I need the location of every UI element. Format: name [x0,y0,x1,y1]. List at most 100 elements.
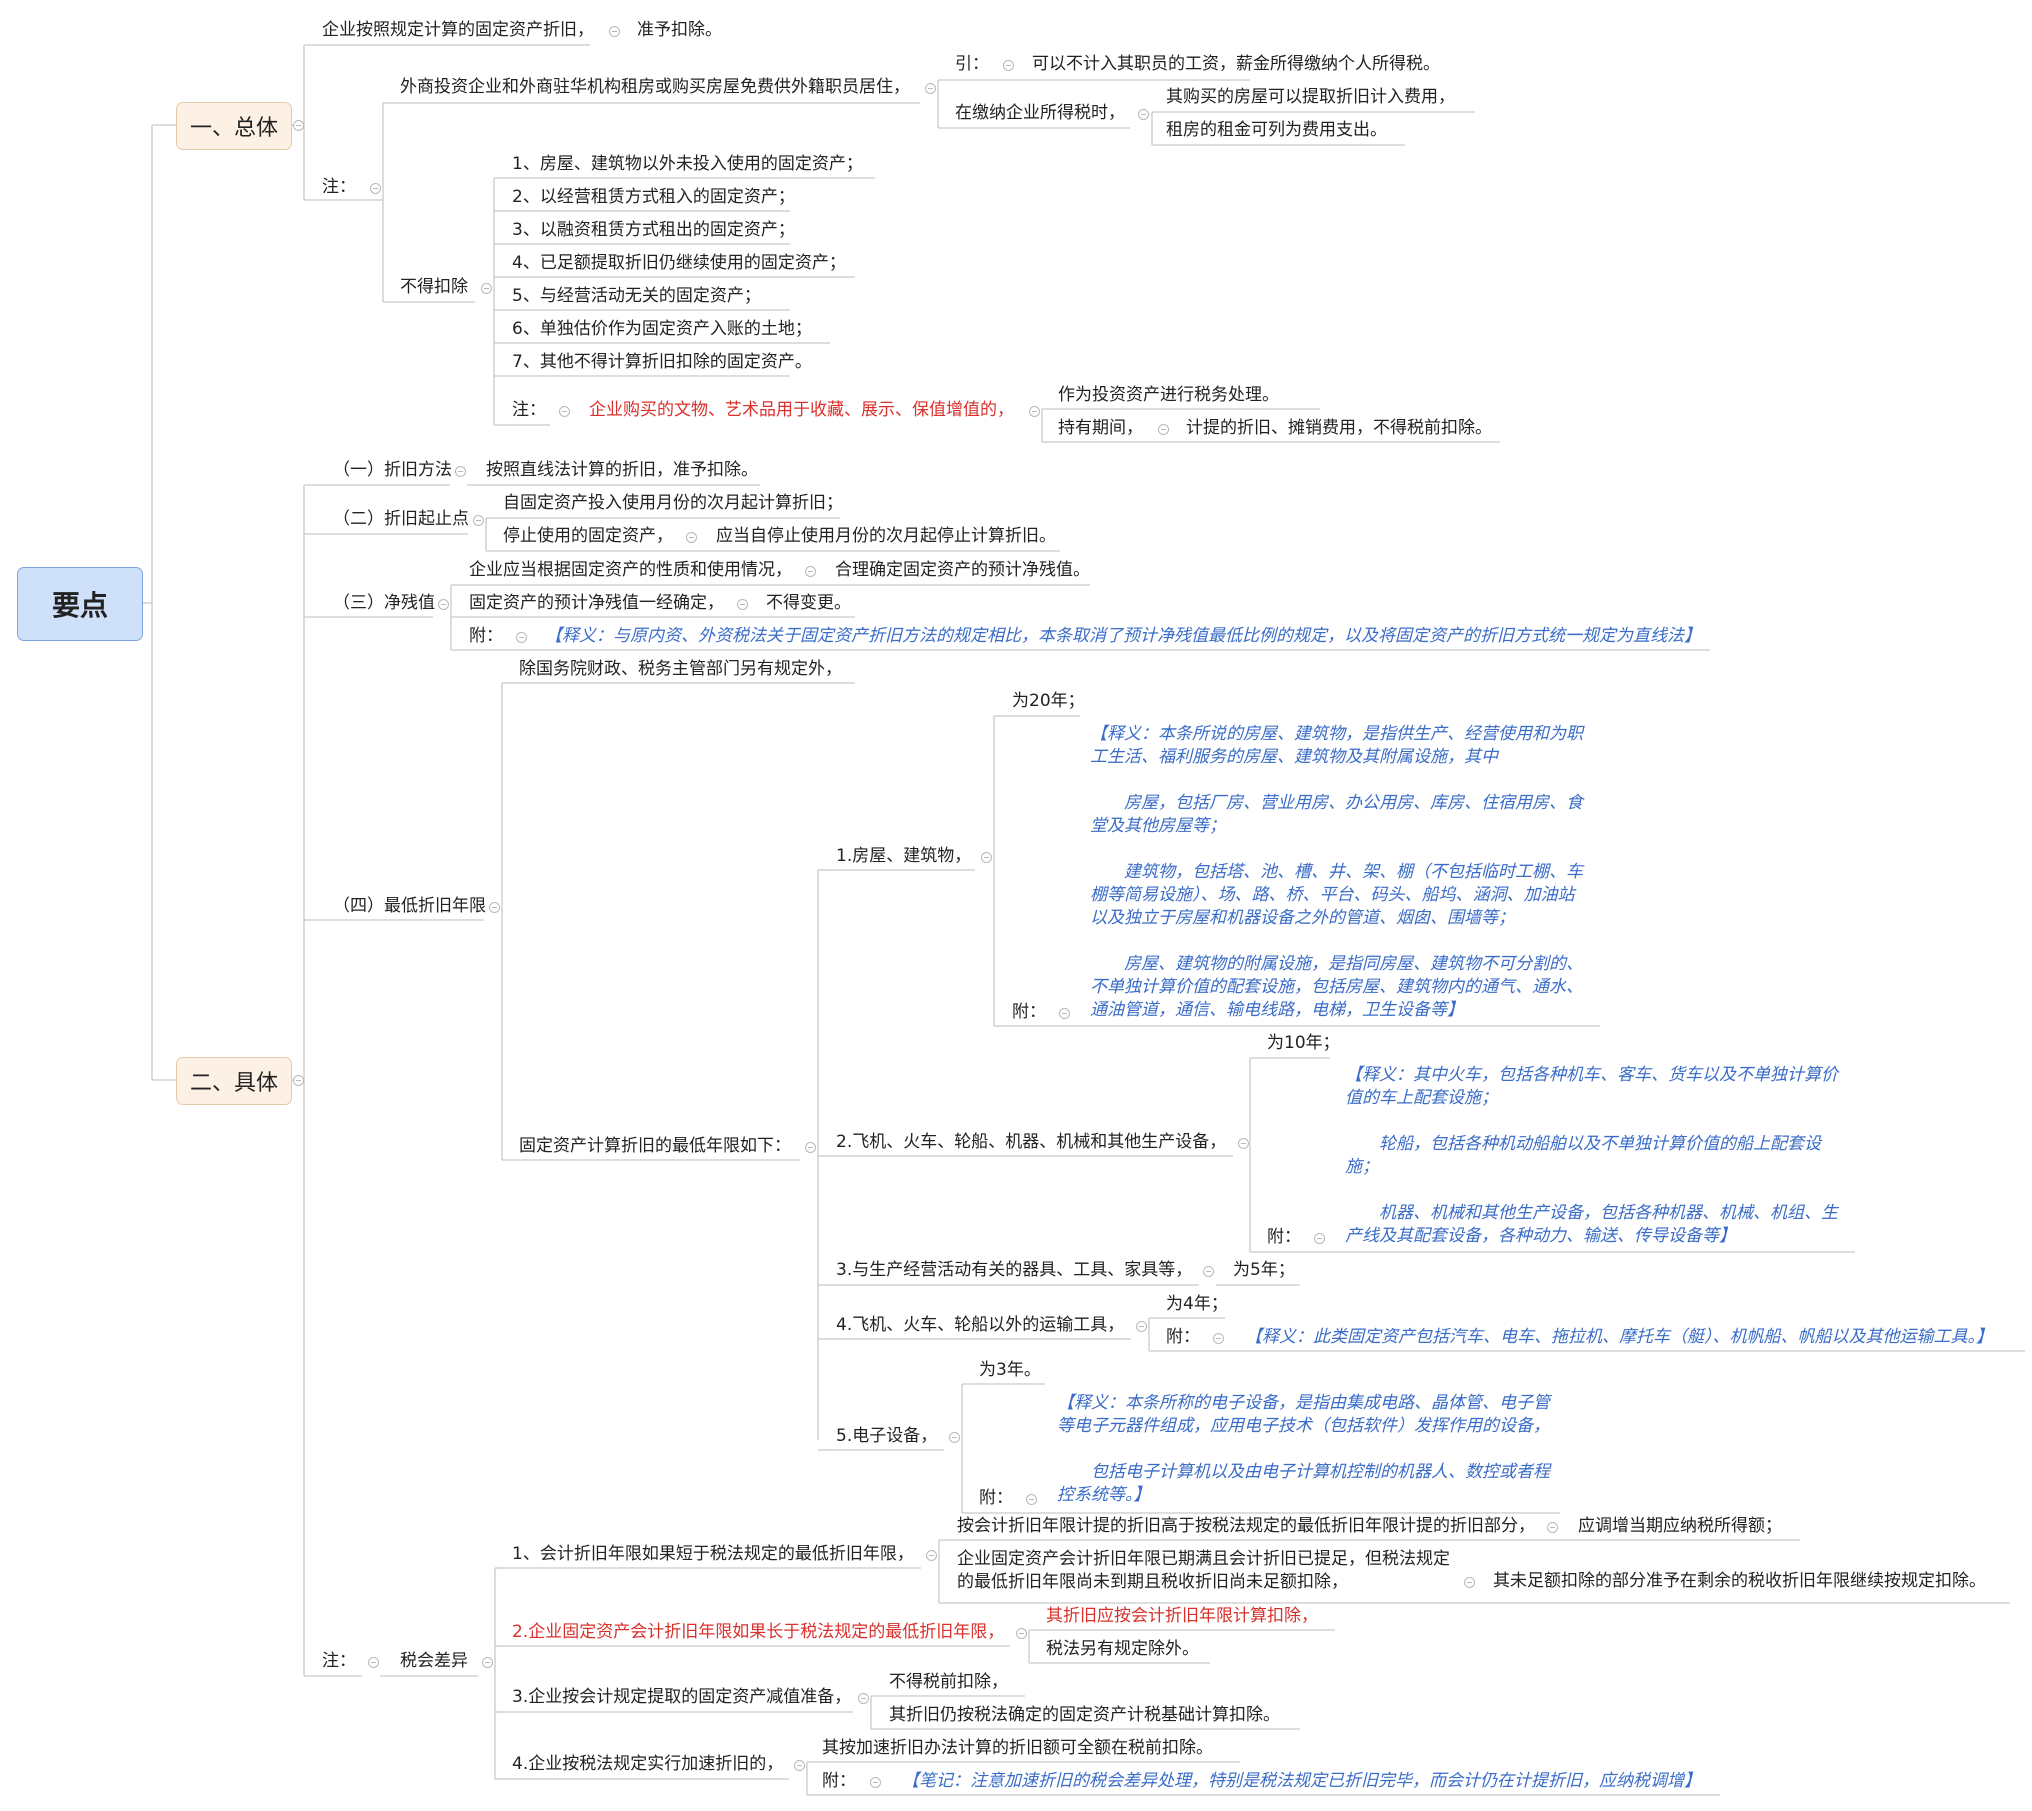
collapse-icon[interactable] [473,515,484,526]
collapse-icon[interactable] [926,1550,937,1561]
diff-1: 1、会计折旧年限如果短于税法规定的最低折旧年限， [512,1544,914,1564]
except-text: 除国务院财政、税务主管部门另有规定外， [519,659,842,679]
collapse-icon[interactable] [1547,1522,1558,1533]
collapse-icon[interactable] [482,1657,493,1668]
collapse-icon[interactable] [559,406,570,417]
category-buildings-years: 为20年； [1012,691,1085,711]
residual-2-result: 不得变更。 [766,593,851,613]
category-buildings-att: 【释义：本条所说的房屋、建筑物，是指供生产、经营使用和为职工生活、福利服务的房屋… [1090,723,1590,1022]
stop-text: 停止使用的固定资产， [503,526,673,546]
yin-text: 可以不计入其职员的工资，薪金所得缴纳个人所得税。 [1032,54,1440,74]
category-electronics-years: 为3年。 [979,1360,1041,1380]
collapse-icon[interactable] [489,902,500,913]
collapse-icon[interactable] [1203,1266,1214,1277]
category-buildings: 1.房屋、建筑物， [836,846,972,866]
annotation-paragraph: 机器、机械和其他生产设备，包括各种机器、机械、机组、生产线及其配套设备，各种动力… [1345,1203,1838,1246]
collapse-icon[interactable] [737,599,748,610]
min-intro: 固定资产计算折旧的最低年限如下： [519,1136,791,1156]
collapse-icon[interactable] [858,1693,869,1704]
diff-3: 3.企业按会计规定提取的固定资产减值准备， [512,1687,852,1707]
diff-1-a-result: 应调增当期应纳税所得额； [1578,1516,1782,1536]
purchase-text: 其购买的房屋可以提取折旧计入费用， [1166,87,1455,107]
art-invest: 作为投资资产进行税务处理。 [1058,385,1279,405]
category-vehicles: 4.飞机、火车、轮船以外的运输工具， [836,1315,1125,1335]
start-text: 自固定资产投入使用月份的次月起计算折旧； [503,493,843,513]
branch-general[interactable]: 一、总体 [176,102,292,150]
collapse-icon[interactable] [516,632,527,643]
not-deduct-item: 1、房屋、建筑物以外未投入使用的固定资产； [512,154,863,174]
category-electronics-att: 【释义：本条所称的电子设备，是指由集成电路、晶体管、电子管等电子元器件组成，应用… [1057,1392,1557,1507]
diff-3-a: 不得税前扣除， [889,1672,1008,1692]
collapse-icon[interactable] [1136,1321,1147,1332]
collapse-icon[interactable] [686,532,697,543]
category-tools-years: 为5年； [1233,1260,1295,1280]
collapse-icon[interactable] [293,1075,304,1086]
collapse-icon[interactable] [1026,1494,1037,1505]
category-electronics: 5.电子设备， [836,1426,938,1446]
collapse-icon[interactable] [1314,1233,1325,1244]
collapse-icon[interactable] [481,283,492,294]
specific-note-label: 注： [322,1651,356,1671]
residual-1-result: 合理确定固定资产的预计净残值。 [835,560,1090,580]
collapse-icon[interactable] [1059,1008,1070,1019]
branch-specific[interactable]: 二、具体 [176,1057,292,1105]
root-node[interactable]: 要点 [17,567,143,641]
category-machinery: 2.飞机、火车、轮船、机器、机械和其他生产设备， [836,1132,1227,1152]
collapse-icon[interactable] [794,1760,805,1771]
collapse-icon[interactable] [870,1777,881,1788]
collapse-icon[interactable] [293,120,304,131]
collapse-icon[interactable] [609,26,620,37]
collapse-icon[interactable] [1238,1138,1249,1149]
category-vehicles-att: 【释义：此类固定资产包括汽车、电车、拖拉机、摩托车（艇）、机帆船、帆船以及其他运… [1245,1327,1993,1347]
collapse-icon[interactable] [805,566,816,577]
category-electronics-att-label: 附： [979,1488,1013,1508]
annotation-paragraph: 轮船，包括各种机动船舶以及不单独计算价值的船上配套设施； [1345,1134,1821,1177]
diff-4: 4.企业按税法规定实行加速折旧的， [512,1754,784,1774]
collapse-icon[interactable] [805,1142,816,1153]
collapse-icon[interactable] [1213,1333,1224,1344]
collapse-icon[interactable] [1464,1577,1475,1588]
collapse-icon[interactable] [1158,424,1169,435]
residual-label: （三）净残值 [333,593,435,613]
holding-period: 持有期间， [1058,418,1143,438]
residual-2: 固定资产的预计净残值一经确定， [469,593,724,613]
collapse-icon[interactable] [1138,109,1149,120]
annotation-paragraph: 房屋、建筑物的附属设施，是指同房屋、建筑物不可分割的、不单独计算价值的配套设施，… [1090,954,1583,1020]
not-deduct-label: 不得扣除 [400,277,468,297]
diff-1-b: 企业固定资产会计折旧年限已期满且会计折旧已提足，但税法规定的最低折旧年限尚未到期… [957,1549,1450,1592]
stop-result: 应当自停止使用月份的次月起停止计算折旧。 [716,526,1056,546]
collapse-icon[interactable] [981,852,992,863]
diff-1-a: 按会计折旧年限计提的折旧高于按税法规定的最低折旧年限计提的折旧部分， [957,1516,1535,1536]
collapse-icon[interactable] [1029,406,1040,417]
collapse-icon[interactable] [370,183,381,194]
category-vehicles-att-label: 附： [1166,1327,1200,1347]
general-rule: 企业按照规定计算的固定资产折旧， [322,20,594,40]
general-rule-result: 准予扣除。 [637,20,722,40]
not-deduct-item: 6、单独估价作为固定资产入账的土地； [512,319,812,339]
not-deduct-item: 3、以融资租赁方式租出的固定资产； [512,220,795,240]
residual-att-label: 附： [469,626,503,646]
annotation-paragraph: 房屋，包括厂房、营业用房、办公用房、库房、住宿用房、食堂及其他房屋等； [1090,793,1583,836]
collapse-icon[interactable] [949,1432,960,1443]
collapse-icon[interactable] [925,83,936,94]
collapse-icon[interactable] [1003,60,1014,71]
collapse-icon[interactable] [438,599,449,610]
when-tax: 在缴纳企业所得税时， [955,103,1125,123]
diff-2-a: 其折旧应按会计折旧年限计算扣除， [1046,1606,1318,1626]
not-deduct-item: 5、与经营活动无关的固定资产； [512,286,761,306]
yin-label: 引： [955,54,989,74]
diff-2-b: 税法另有规定除外。 [1046,1639,1199,1659]
residual-1: 企业应当根据固定资产的性质和使用情况， [469,560,792,580]
collapse-icon[interactable] [1016,1628,1027,1639]
rent-text: 租房的租金可列为费用支出。 [1166,120,1387,140]
holding-result: 计提的折旧、摊销费用，不得税前扣除。 [1186,418,1492,438]
category-buildings-att-label: 附： [1012,1002,1046,1022]
category-tools: 3.与生产经营活动有关的器具、工具、家具等， [836,1260,1193,1280]
collapse-icon[interactable] [455,466,466,477]
art-note-label: 注： [512,400,546,420]
collapse-icon[interactable] [368,1657,379,1668]
annotation-paragraph: 建筑物，包括塔、池、槽、井、架、棚（不包括临时工棚、车棚等简易设施）、场、路、桥… [1090,862,1583,928]
diff-2: 2.企业固定资产会计折旧年限如果长于税法规定的最低折旧年限， [512,1622,1005,1642]
